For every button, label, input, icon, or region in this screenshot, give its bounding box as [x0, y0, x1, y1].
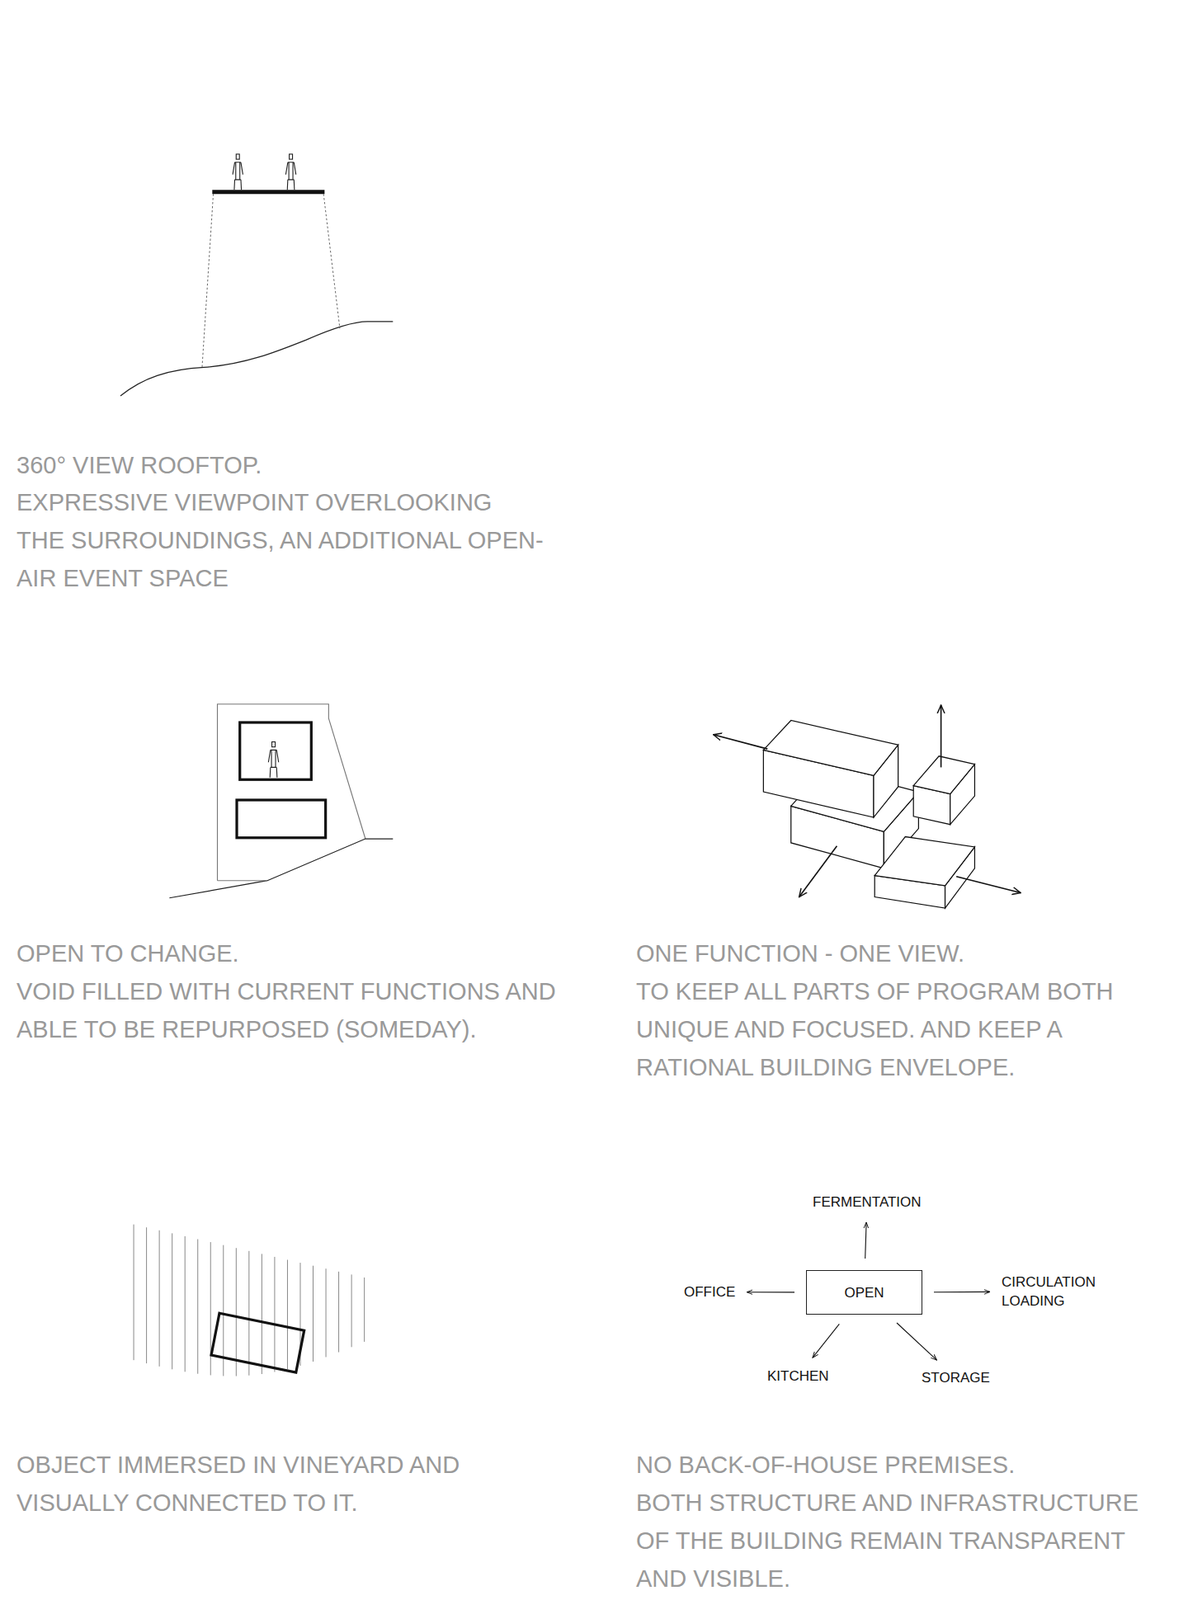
vineyard-rows — [133, 1225, 365, 1377]
node-text: KITCHEN — [767, 1367, 830, 1386]
function-label: OFFICE — [680, 1280, 739, 1305]
rooftop-illustration — [120, 154, 393, 396]
caption-text: TO KEEP ALL PARTS OF PROGRAM BOTH UNIQUE… — [636, 972, 1165, 1087]
function-label: FERMENTATION — [809, 1190, 925, 1215]
flow-arrow — [746, 1291, 795, 1293]
section-illustration — [169, 704, 393, 899]
node-text: OPEN — [843, 1283, 884, 1303]
vine-row — [273, 1257, 275, 1373]
building-plan — [211, 1313, 305, 1373]
function-box: OPEN — [806, 1270, 923, 1316]
caption-text: NO BACK-OF-HOUSE PREMISES. — [636, 1446, 1165, 1485]
vine-row — [287, 1260, 288, 1371]
caption-text: ONE FUNCTION - ONE VIEW. — [636, 934, 1165, 973]
flow-arrow — [933, 1291, 990, 1294]
vine-row — [261, 1254, 263, 1375]
function-label: STORAGE — [918, 1366, 994, 1391]
caption-text: BOTH STRUCTURE AND INFRASTRUCTURE OF THE… — [636, 1484, 1165, 1599]
flow-arrow — [865, 1222, 867, 1259]
node-text: OFFICE — [683, 1282, 736, 1302]
vine-row — [351, 1274, 353, 1348]
node-text: FERMENTATION — [812, 1192, 922, 1212]
caption-text: EXPRESSIVE VIEWPOINT OVERLOOKING THE SUR… — [16, 483, 545, 598]
caption-text: OPEN TO CHANGE. — [16, 934, 594, 973]
vine-row — [171, 1233, 173, 1370]
function-label: KITCHEN — [763, 1364, 833, 1389]
vine-row — [159, 1230, 161, 1368]
volumes-illustration — [763, 721, 975, 910]
vine-row — [248, 1251, 250, 1377]
vine-row — [146, 1227, 147, 1364]
vine-row — [235, 1248, 237, 1377]
vine-row — [197, 1239, 198, 1375]
caption-text: OBJECT IMMERSED IN VINEYARD AND VISUALLY… — [16, 1446, 561, 1523]
flow-arrow — [896, 1323, 938, 1361]
vine-row — [325, 1268, 327, 1358]
caption-text: 360° VIEW ROOFTOP. — [16, 446, 545, 485]
direction-arrows — [713, 705, 1021, 898]
node-text: STORAGE — [921, 1368, 990, 1388]
vine-row — [184, 1236, 186, 1372]
node-text: CIRCULATION LOADING — [1001, 1272, 1094, 1311]
vine-row — [312, 1266, 314, 1363]
vine-row — [133, 1225, 135, 1362]
flow-arrow — [812, 1324, 840, 1358]
caption-text: VOID FILLED WITH CURRENT FUNCTIONS AND A… — [16, 972, 594, 1049]
function-label: CIRCULATION LOADING — [998, 1270, 1098, 1314]
vine-row — [338, 1272, 340, 1353]
vine-row — [363, 1277, 365, 1343]
